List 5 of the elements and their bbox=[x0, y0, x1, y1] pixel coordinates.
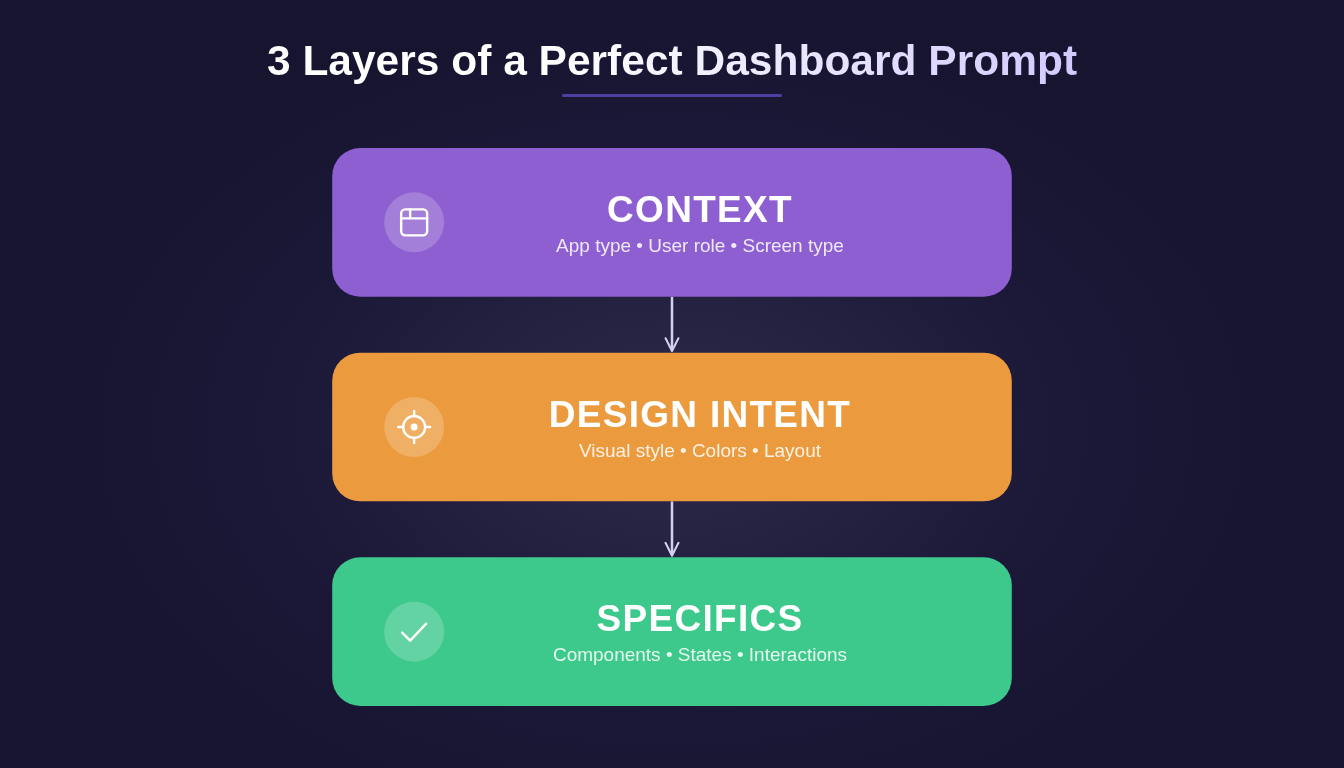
arrow bbox=[664, 296, 680, 353]
arrow bbox=[664, 501, 680, 557]
node-box: DESIGN INTENT Visual style • Colors • Layout bbox=[332, 352, 1012, 502]
node-box: SPECIFICS Components • States • Interactions bbox=[332, 557, 1012, 706]
node-box: CONTEXT App type • User role • Screen type bbox=[332, 148, 1012, 297]
